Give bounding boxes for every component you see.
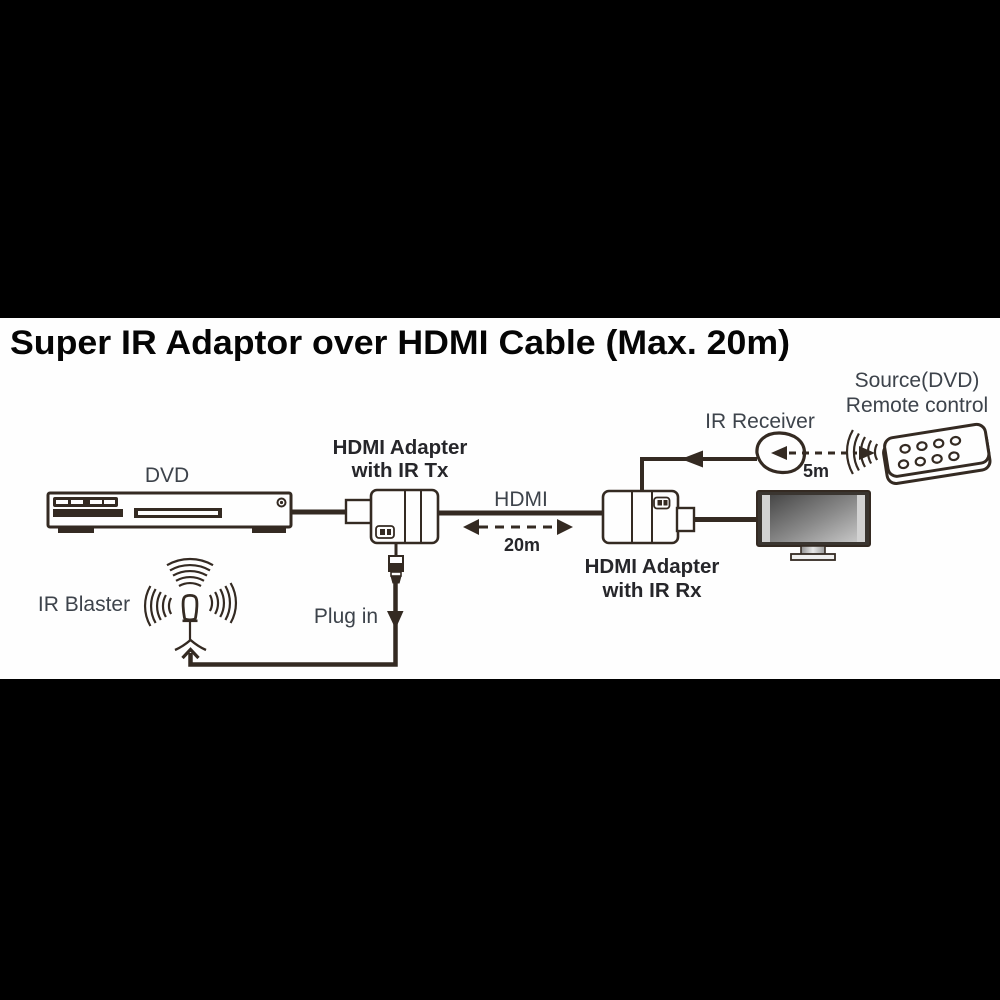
receiver-signal-line (640, 457, 757, 492)
remote-source-label: Source(DVD) (855, 369, 980, 392)
dvd-display-bar (53, 509, 123, 517)
cable-up-arrow (181, 647, 200, 660)
remote-body (883, 422, 991, 478)
receiver-line-arrow (681, 450, 703, 468)
tv-monitor (756, 490, 871, 561)
cable-length-arrow (463, 519, 573, 535)
tv-screen (770, 495, 857, 542)
rx-label-line1: HDMI Adapter (585, 555, 720, 578)
ir-plug-icon (388, 544, 404, 584)
cable-down-arrow (387, 611, 404, 629)
remote-control (882, 422, 992, 486)
distance-label: 5m (803, 461, 829, 481)
hdmi-adapter-rx (601, 489, 696, 545)
dvd-player (46, 491, 293, 533)
tv-stand-base (790, 553, 836, 561)
remote-ir-waves-icon (845, 429, 879, 475)
dvd-foot-right (252, 526, 286, 533)
dvd-foot-left (58, 526, 94, 533)
ir-receiver-label: IR Receiver (705, 410, 815, 433)
ir-blaster (143, 558, 238, 652)
cable-length-label: 20m (504, 535, 540, 555)
blaster-waves-right-icon (208, 582, 238, 624)
rx-connector-stub (675, 506, 696, 533)
blaster-wire-wings (174, 638, 207, 652)
remote-buttons (897, 435, 962, 470)
tx-label-line2: with IR Tx (351, 459, 449, 482)
page-title: Super IR Adaptor over HDMI Cable (Max. 2… (10, 324, 790, 362)
tx-label-line1: HDMI Adapter (333, 436, 468, 459)
hdmi-adapter-tx (344, 488, 440, 545)
hdmi-cable-label: HDMI (494, 488, 548, 511)
plug-in-label: Plug in (314, 605, 378, 628)
blaster-waves-left-icon (143, 585, 173, 627)
remote-control-label: Remote control (846, 394, 988, 417)
ir-blaster-label: IR Blaster (38, 593, 130, 616)
blaster-waves-top-icon (166, 558, 214, 587)
rx-label-line2: with IR Rx (601, 579, 702, 602)
dvd-label: DVD (145, 464, 189, 487)
blaster-bulb-icon (181, 593, 199, 622)
dvd-button-strip (53, 497, 118, 507)
